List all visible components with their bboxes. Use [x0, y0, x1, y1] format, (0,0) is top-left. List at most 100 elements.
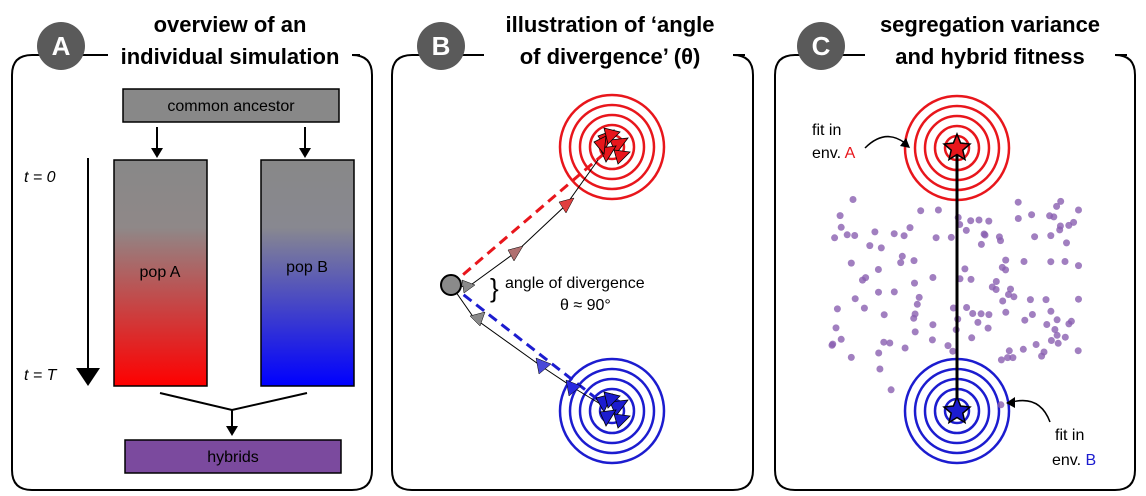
hybrid-point: [1019, 345, 1027, 353]
hybrid-point: [890, 288, 898, 296]
hybrid-point: [947, 233, 955, 241]
hybrid-point: [1031, 233, 1039, 241]
fit-b-env: B: [1086, 452, 1097, 469]
hybrid-point: [977, 240, 985, 248]
hybrid-point: [886, 339, 894, 347]
panel-a-badge: [37, 22, 85, 70]
panel-a-frame: [11, 54, 373, 491]
hybrid-point: [1047, 258, 1055, 266]
hybrid-point: [1074, 347, 1082, 355]
panel-c-frame: [774, 54, 1136, 491]
hybrid-point: [897, 259, 905, 267]
common-ancestor-label: common ancestor: [167, 98, 295, 115]
mutation-step-a3: [558, 197, 575, 214]
cluster-a-mutations: [593, 127, 631, 165]
panel-a: A overview of an individual simulation c…: [11, 12, 373, 491]
hybrid-point: [913, 300, 921, 308]
hybrid-point: [837, 335, 845, 343]
hybrid-point: [874, 266, 882, 273]
hybrid-point: [1005, 347, 1013, 355]
hybrid-point: [876, 365, 884, 373]
hybrid-point: [887, 386, 895, 394]
panel-a-letter: A: [52, 31, 71, 61]
pop-b-bar: [260, 159, 355, 387]
hybrid-point: [1038, 352, 1046, 360]
hybrid-point: [992, 278, 1000, 285]
hybrid-point: [1032, 341, 1040, 348]
panel-a-title-line1: overview of an: [154, 12, 307, 37]
hybrid-point: [1061, 333, 1069, 341]
fit-a-line1: fit in: [812, 122, 841, 139]
hybrid-point: [898, 252, 906, 260]
hybrid-point: [875, 349, 883, 357]
fit-a-prefix: env.: [812, 145, 845, 162]
optimum-a-target: [558, 93, 666, 201]
hybrid-point: [968, 334, 976, 342]
hybrid-point: [829, 340, 837, 348]
hybrid-point: [1042, 296, 1050, 304]
hybrid-point: [929, 274, 937, 281]
hybrid-point: [1028, 311, 1036, 318]
hybrid-point: [963, 304, 971, 311]
hybrid-point: [917, 207, 925, 215]
arrow-to-pop-b: [299, 148, 311, 158]
hybrid-point: [1047, 232, 1055, 240]
hybrid-point: [1067, 317, 1075, 325]
hybrid-point: [1054, 339, 1062, 347]
hybrid-point: [967, 275, 975, 283]
pop-a-label: pop A: [140, 264, 181, 281]
hybrid-point: [1053, 331, 1061, 339]
hybrid-point: [961, 265, 969, 273]
angle-label-line1: angle of divergence: [505, 275, 645, 292]
hybrid-point: [934, 206, 942, 214]
hybrid-point: [1043, 321, 1051, 328]
panel-b-letter: B: [432, 31, 451, 61]
t0-label: t = 0: [24, 169, 56, 186]
hybrid-point: [1057, 197, 1065, 205]
panel-b-title-line2: of divergence’ (θ): [520, 44, 701, 69]
fit-b-line2: env. B: [1052, 452, 1096, 469]
hybrid-point: [1004, 354, 1012, 362]
panel-a-title-line2: individual simulation: [121, 44, 340, 69]
hybrid-point: [871, 228, 879, 236]
hybrid-point: [969, 310, 977, 317]
hybrid-point: [901, 344, 909, 352]
hybrid-point: [984, 324, 992, 332]
hybrid-point: [1002, 308, 1010, 316]
pop-a-bar: [113, 159, 208, 387]
cluster-b-mutations: [595, 391, 631, 429]
arrow-to-pop-a: [151, 148, 163, 158]
hybrid-point: [851, 295, 859, 303]
hybrid-point: [862, 274, 870, 282]
hybrid-point: [962, 226, 970, 234]
panel-b-title-line1: illustration of ‘angle: [505, 12, 714, 37]
hybrid-point: [915, 293, 923, 301]
hybrid-point: [1065, 221, 1073, 229]
panel-c: C segregation variance and hybrid fitnes…: [774, 12, 1136, 491]
hybrid-point: [843, 231, 851, 239]
hybrid-point: [911, 310, 919, 318]
panel-b-frame: [391, 54, 754, 491]
hybrid-point: [1075, 206, 1082, 214]
hybrid-point: [1056, 222, 1064, 230]
hybrid-point: [992, 286, 1000, 293]
panel-c-title-line1: segregation variance: [880, 12, 1100, 37]
fit-a-env: A: [845, 145, 856, 162]
hybrid-point: [831, 234, 839, 242]
hybrid-point: [836, 212, 844, 220]
hybrid-point: [928, 336, 936, 344]
direction-a-dashed: [450, 150, 607, 287]
fit-b-prefix: env.: [1052, 452, 1086, 469]
hybrid-point: [906, 224, 914, 232]
star-a: [942, 131, 972, 162]
hybrid-point: [975, 216, 983, 224]
hybrid-point: [880, 311, 888, 319]
hybrid-point: [929, 321, 937, 329]
hybrid-point: [1047, 337, 1055, 344]
time-axis-arrowhead: [76, 368, 100, 386]
mutation-step-b1: [469, 311, 486, 327]
panel-b-badge: [417, 22, 465, 70]
hybrid-point: [851, 232, 859, 239]
hybrid-point: [1010, 293, 1018, 301]
